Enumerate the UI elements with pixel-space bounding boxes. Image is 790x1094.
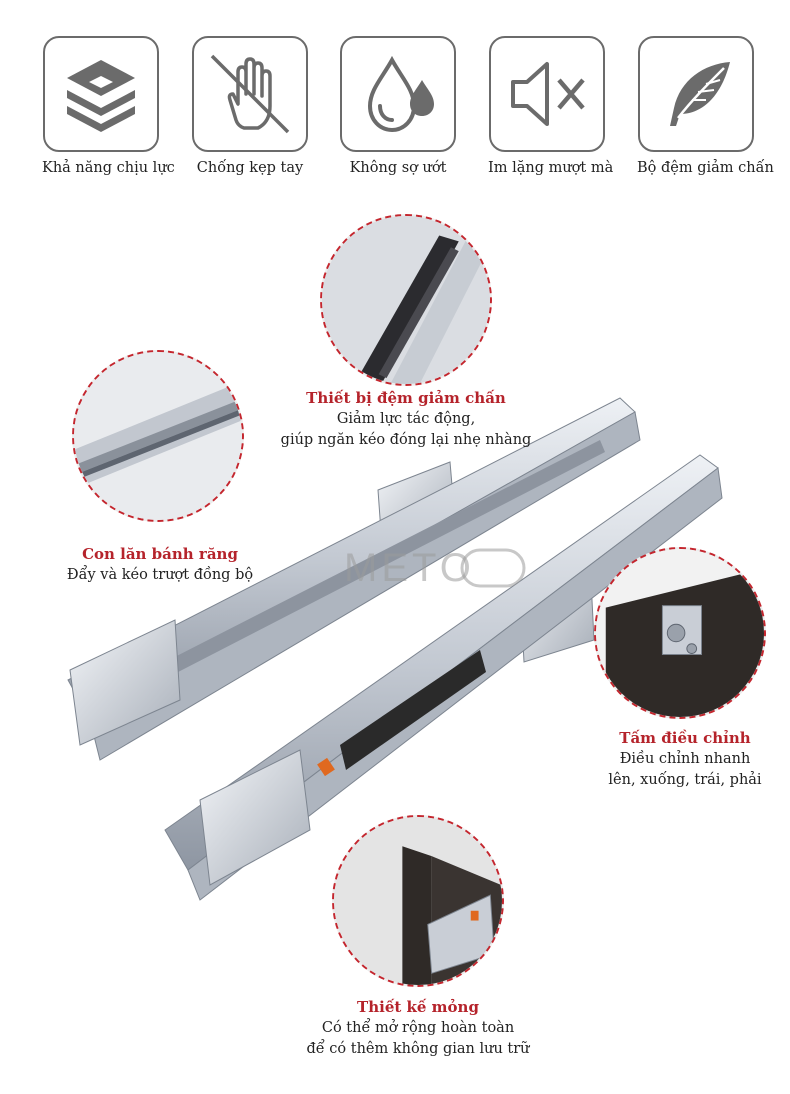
feature-label: Không sợ ướt: [349, 160, 447, 176]
caption-line: Có thể mở rộng hoàn toàn: [321, 1020, 515, 1036]
caption-title: Con lăn bánh răng: [82, 545, 238, 563]
watermark-logo: METO: [340, 545, 530, 595]
feature-anti-pinch: Chống kẹp tay: [191, 36, 309, 176]
caption-line: Giảm lực tác động,: [336, 411, 476, 427]
no-hand-icon: [192, 36, 308, 152]
caption-title: Thiết bị đệm giảm chấn: [306, 389, 506, 407]
feature-label: Im lặng mượt mà: [488, 160, 614, 176]
caption-adjust: Tấm điều chỉnh Điều chỉnh nhanh lên, xuố…: [590, 728, 780, 791]
slide-rail-front: [164, 454, 723, 901]
caption-gear: Con lăn bánh răng Đẩy và kéo trượt đồng …: [40, 544, 280, 586]
mute-speaker-icon: [489, 36, 605, 152]
detail-slim-circle: [332, 815, 504, 987]
caption-damper: Thiết bị đệm giảm chấn Giảm lực tác động…: [280, 388, 532, 451]
slide-rail-back: [67, 397, 641, 761]
feature-silent: Im lặng mượt mà: [488, 36, 614, 176]
detail-adjust-circle: [594, 547, 766, 719]
detail-gear-circle: [72, 350, 244, 522]
caption-title: Thiết kế mỏng: [357, 998, 479, 1016]
caption-line: giúp ngăn kéo đóng lại nhẹ nhàng: [280, 432, 532, 448]
feature-label: Khả năng chịu lực: [42, 160, 175, 176]
feather-icon: [638, 36, 754, 152]
caption-title: Tấm điều chỉnh: [619, 729, 751, 747]
feature-waterproof: Không sợ ướt: [339, 36, 457, 176]
caption-line: để có thêm không gian lưu trữ: [306, 1041, 530, 1057]
feature-load-capacity: Khả năng chịu lực: [42, 36, 175, 176]
feature-label: Chống kẹp tay: [196, 160, 304, 176]
layers-icon: [43, 36, 159, 152]
feature-label: Bộ đệm giảm chấn: [637, 160, 774, 176]
caption-line: Điều chỉnh nhanh: [619, 751, 751, 767]
watermark-text: METO: [344, 546, 475, 590]
detail-damper-circle: [320, 214, 492, 386]
caption-slim: Thiết kế mỏng Có thể mở rộng hoàn toàn đ…: [290, 997, 546, 1060]
feature-damper: Bộ đệm giảm chấn: [637, 36, 774, 176]
caption-line: Đẩy và kéo trượt đồng bộ: [66, 567, 254, 583]
water-drop-icon: [340, 36, 456, 152]
caption-line: lên, xuống, trái, phải: [608, 772, 762, 788]
